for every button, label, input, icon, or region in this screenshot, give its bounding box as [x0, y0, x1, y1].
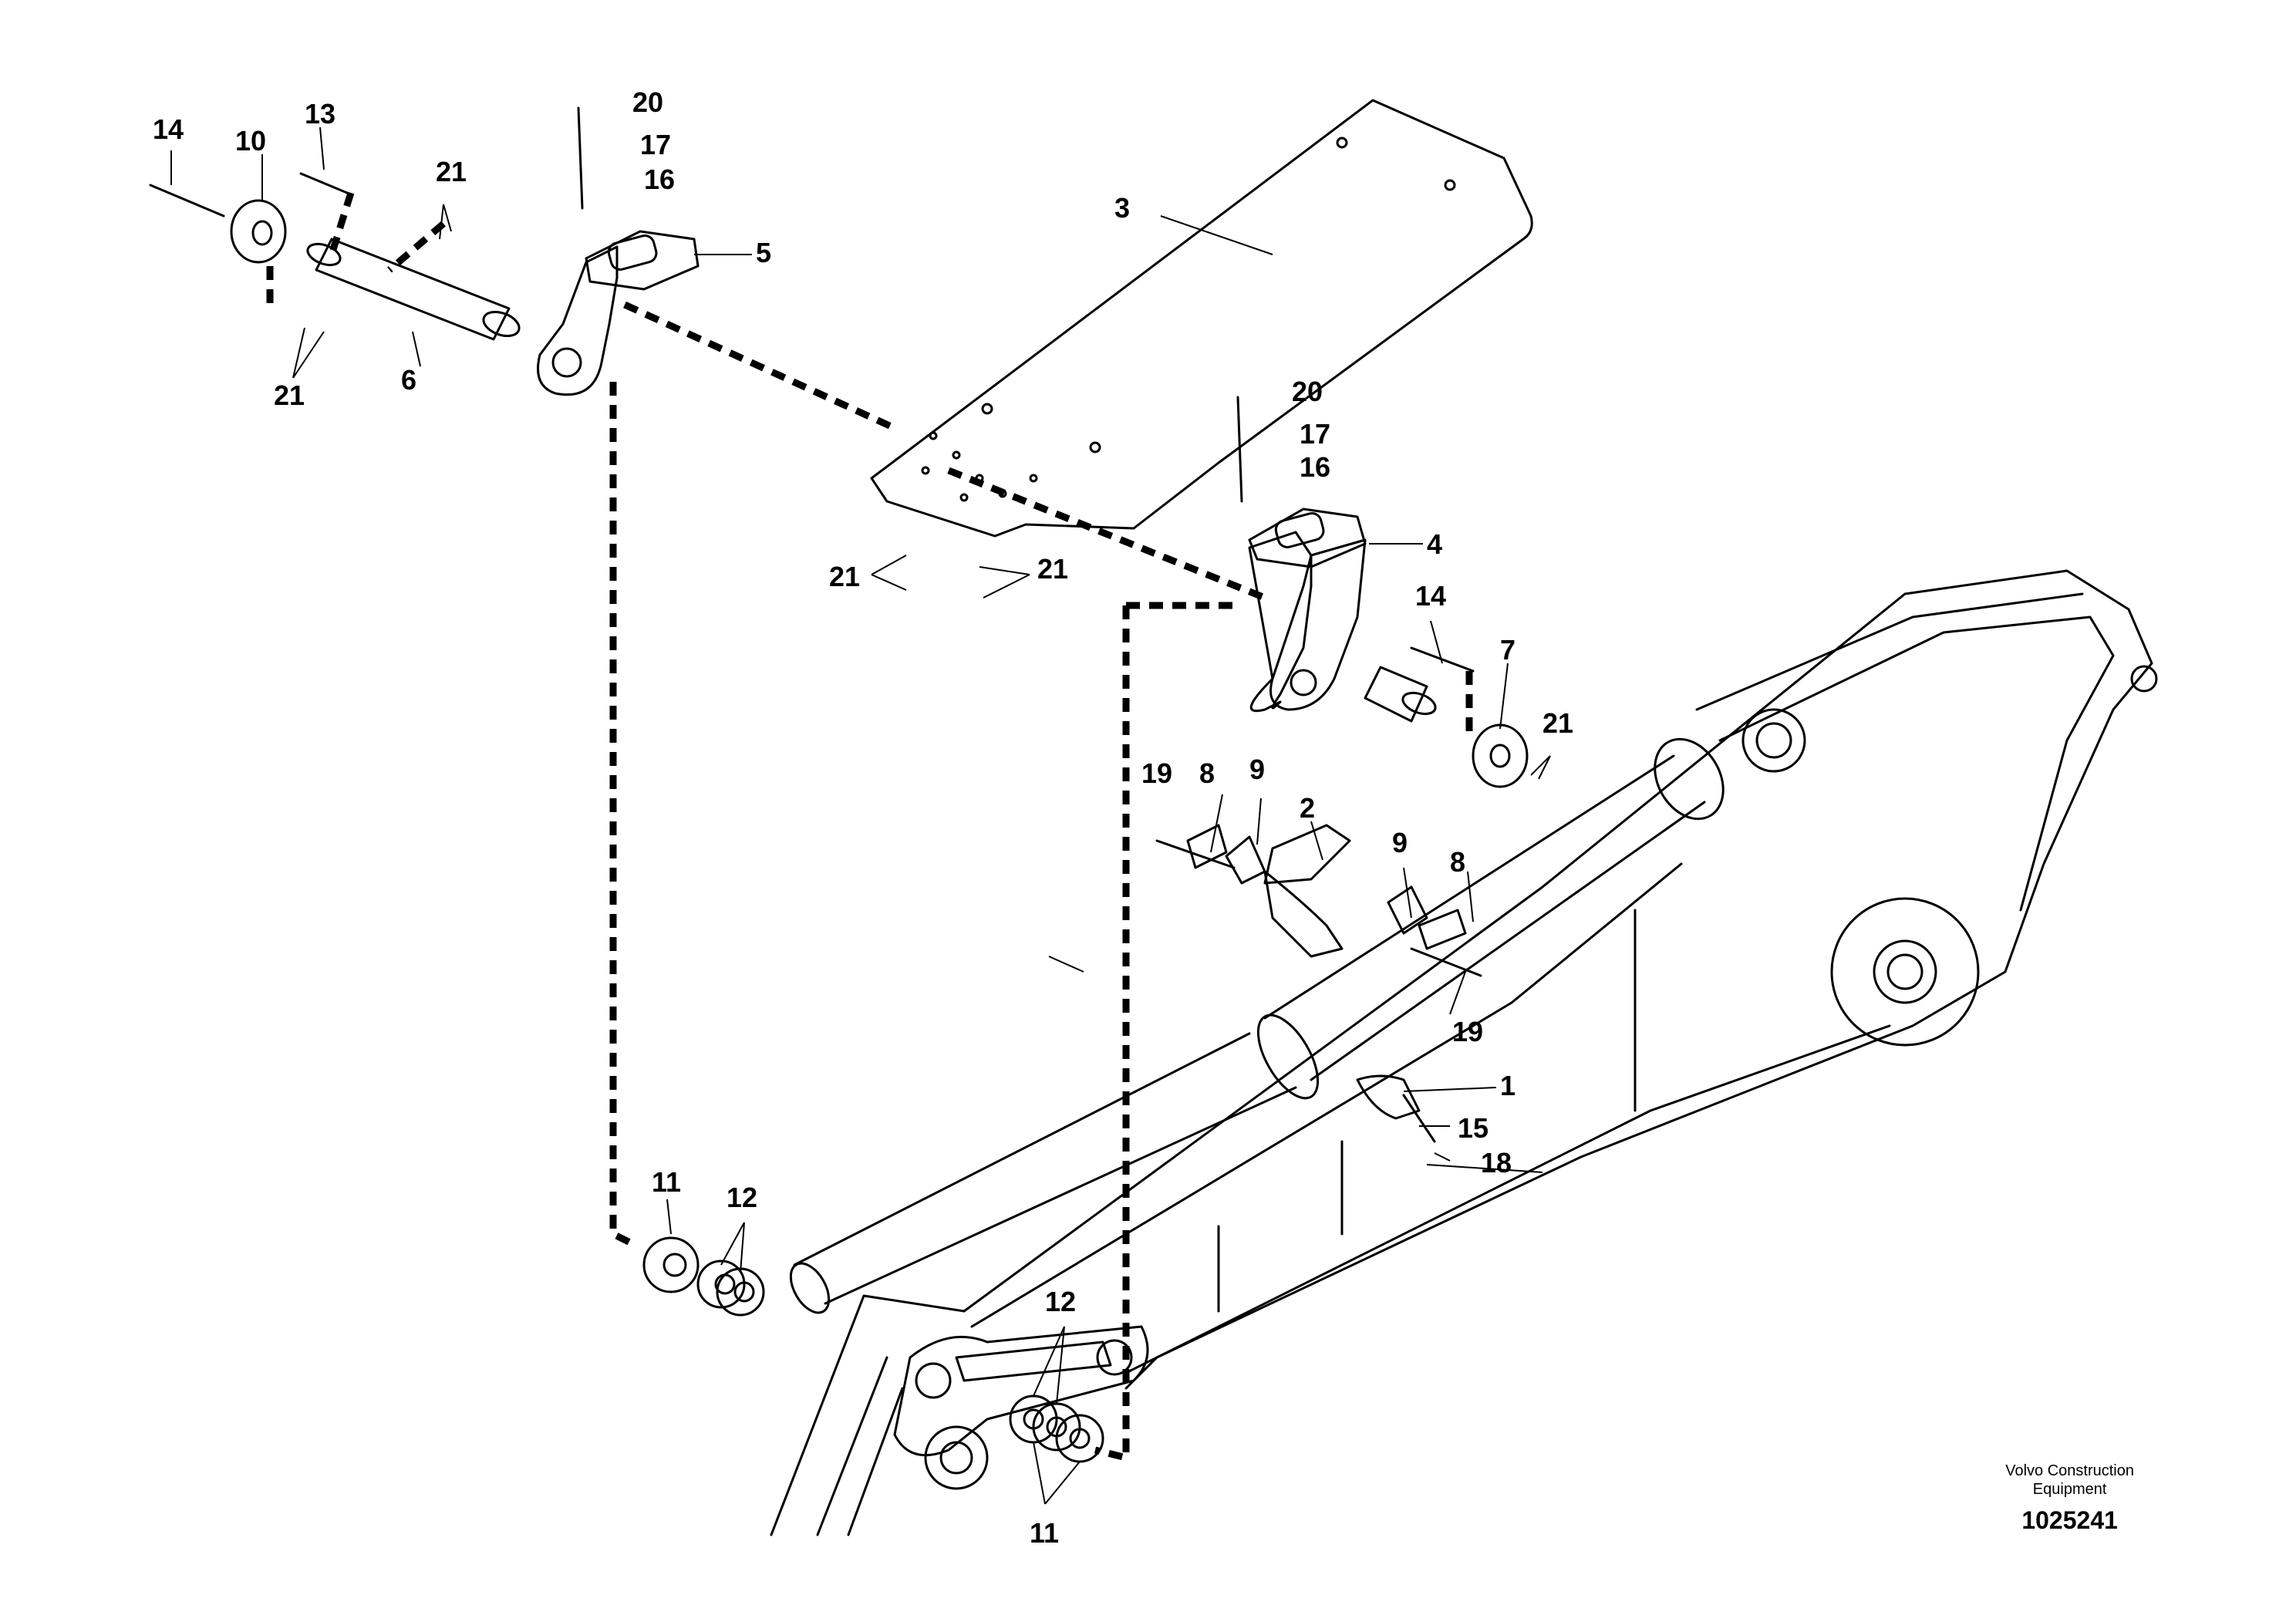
- label-12b: 12: [1045, 1286, 1076, 1317]
- label-2: 2: [1300, 792, 1315, 824]
- brand-line-2: Equipment: [2032, 1481, 2107, 1498]
- label-16a: 16: [644, 164, 675, 195]
- label-18: 18: [1481, 1147, 1512, 1179]
- label-7: 7: [1500, 634, 1515, 666]
- label-8a: 8: [1199, 757, 1215, 789]
- label-15: 15: [1458, 1112, 1489, 1144]
- sleeve-right: [1364, 666, 1529, 788]
- cover-plate: [870, 99, 1533, 538]
- washer-left: [230, 199, 287, 264]
- label-11a: 11: [652, 1166, 681, 1198]
- label-6: 6: [401, 364, 416, 396]
- label-21d: 21: [1037, 553, 1068, 585]
- label-19a: 19: [1141, 757, 1172, 789]
- bracket-left: [537, 230, 700, 396]
- label-9a: 9: [1249, 754, 1265, 785]
- arm-nose: [893, 1325, 1149, 1490]
- label-21c: 21: [829, 561, 860, 592]
- label-9b: 9: [1392, 827, 1408, 858]
- label-14a: 14: [153, 113, 184, 145]
- bolts: [149, 106, 1482, 1143]
- label-14b: 14: [1415, 580, 1446, 612]
- drawing-credit: Volvo Construction Equipment 1025241: [2005, 1462, 2134, 1535]
- label-4: 4: [1427, 528, 1442, 560]
- hydraulic-cylinder: [789, 737, 1725, 1314]
- assembly-lines: [266, 191, 1473, 1462]
- label-20b: 20: [1292, 376, 1323, 407]
- bracket-right: [1248, 508, 1367, 713]
- label-12a: 12: [727, 1182, 757, 1213]
- label-16b: 16: [1300, 451, 1330, 483]
- label-21b: 21: [274, 379, 305, 411]
- label-17b: 17: [1300, 418, 1330, 450]
- callout-labels: 1 2 3 4 5 6 7 8 8 9 9 10 11 11 12 12 13 …: [153, 86, 1573, 1549]
- label-10: 10: [235, 125, 266, 157]
- label-8b: 8: [1450, 846, 1465, 878]
- label-13: 13: [305, 98, 335, 130]
- label-17a: 17: [640, 129, 671, 160]
- pin-left: [306, 238, 521, 341]
- drawing-number: 1025241: [2021, 1506, 2118, 1534]
- label-20a: 20: [632, 86, 663, 118]
- label-21a: 21: [436, 156, 467, 187]
- leader-lines: [170, 126, 1551, 1505]
- brand-line-1: Volvo Construction: [2005, 1462, 2134, 1479]
- clamp-assembly: [1186, 824, 1467, 958]
- label-19b: 19: [1452, 1016, 1483, 1047]
- label-5: 5: [756, 237, 771, 268]
- boom-assembly: [770, 569, 2153, 1536]
- label-11b: 11: [1030, 1517, 1059, 1549]
- label-3: 3: [1114, 192, 1130, 224]
- boom-pivot: [1741, 665, 2158, 1047]
- label-21e: 21: [1542, 707, 1573, 739]
- label-1: 1: [1500, 1070, 1515, 1101]
- half-clamp: [1356, 1074, 1421, 1120]
